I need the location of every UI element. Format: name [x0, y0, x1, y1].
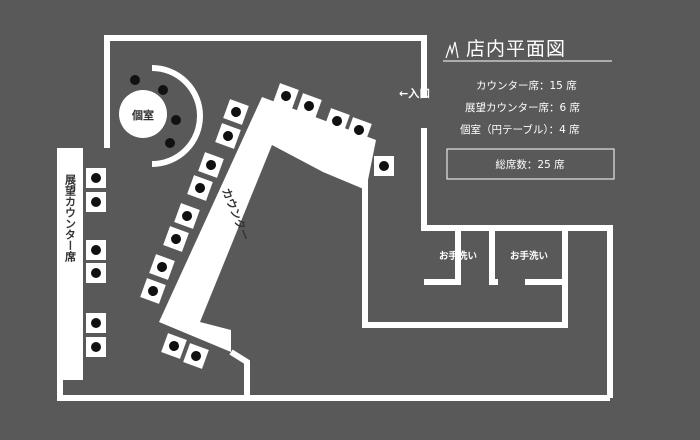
view-counter-seat [86, 263, 106, 283]
legend-line-1: カウンター席：15 席 [476, 79, 577, 92]
private-room-seat [165, 138, 175, 148]
restroom-label-2: お手洗い [510, 250, 548, 262]
private-room-seat [158, 85, 168, 95]
legend: 店内平面図 カウンター席：15 席 展望カウンター席：6 席 個室（円テーブル）… [443, 38, 615, 180]
private-room-seat [130, 75, 140, 85]
view-counter-seat [86, 240, 106, 260]
restroom-wall-left [424, 228, 461, 285]
private-room-table [119, 90, 167, 138]
wall-bottom [57, 380, 610, 401]
view-counter-seat [86, 168, 106, 188]
counter-seat [324, 108, 350, 134]
counter-seat [374, 156, 394, 176]
walls [57, 35, 613, 401]
flame-logo-icon [445, 41, 459, 59]
counter-table [159, 97, 376, 352]
restroom-label-1: お手洗い [439, 250, 477, 262]
counter-seat [346, 117, 372, 143]
counter-seat [296, 93, 322, 119]
view-counter-label: 展望カウンター席 [64, 174, 78, 263]
counter-seat [198, 152, 224, 178]
private-room: 個室 [119, 65, 203, 167]
wall-right-upper [421, 128, 613, 398]
counter-seat [183, 343, 209, 369]
private-room-label: 個室 [131, 108, 154, 122]
legend-total: 総席数：25 席 [495, 158, 564, 171]
seats [86, 75, 394, 369]
counter-seat [161, 333, 187, 359]
legend-total-box [446, 148, 615, 180]
counter-seat [223, 99, 249, 125]
wall-step [229, 349, 250, 398]
counter-seat [187, 175, 213, 201]
restroom-wall-mid [489, 228, 498, 285]
legend-line-2: 展望カウンター席：6 席 [465, 101, 580, 114]
view-counter-seat [86, 337, 106, 357]
wall-inner [362, 150, 568, 328]
view-counter-seat [86, 313, 106, 333]
legend-title: 店内平面図 [466, 38, 566, 60]
private-room-seat [171, 115, 181, 125]
entrance-label: ←入口 [399, 87, 430, 100]
counter-seat [174, 203, 200, 229]
counter-seat [273, 83, 299, 109]
counter-seat [215, 123, 241, 149]
view-counter-seat [86, 192, 106, 212]
counter-seat [163, 226, 189, 252]
private-room-wall [151, 65, 203, 167]
counter-seat [149, 254, 175, 280]
legend-line-3: 個室（円テーブル）：4 席 [460, 123, 580, 136]
view-counter-table [57, 148, 83, 380]
counter-seat [140, 278, 166, 304]
wall-top-left [104, 35, 427, 148]
